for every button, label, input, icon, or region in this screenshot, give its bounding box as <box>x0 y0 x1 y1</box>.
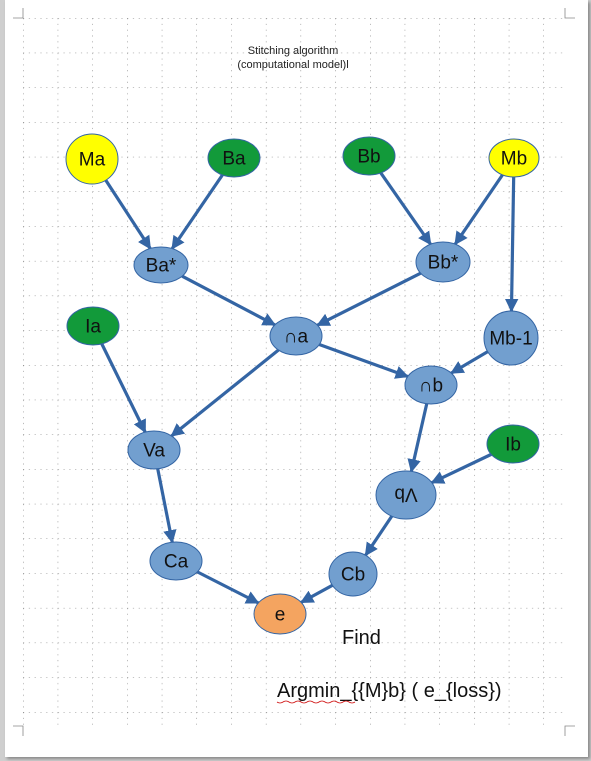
edge-Vb-to-Cb <box>364 515 394 557</box>
node-Bb: Bb <box>342 136 396 176</box>
node-shape-Ba <box>207 138 261 178</box>
node-label-Va: Va <box>143 441 165 462</box>
find-caption: Find <box>342 627 381 649</box>
node-shape-cap_b <box>404 365 458 405</box>
node-shape-Ca <box>149 541 203 581</box>
node-Mb_1: Mb-1 <box>483 310 539 366</box>
edge-Bb-to-Bb_star <box>379 172 432 246</box>
node-label-Ib: Ib <box>505 435 521 456</box>
node-shape-cap_a <box>269 316 323 356</box>
node-label-Ia: Ia <box>85 317 101 338</box>
node-label-Mb_1: Mb-1 <box>489 329 532 350</box>
edge-Ib-to-Vb <box>430 452 492 485</box>
node-shape-Bb_star <box>415 241 471 283</box>
node-shape-Va <box>127 430 181 470</box>
node-Va: Va <box>127 430 181 470</box>
crop-marks <box>13 8 575 736</box>
node-Cb: Cb <box>328 551 378 597</box>
diagram-title-line-2: (computational model)l <box>237 59 348 71</box>
argmin-formula: Argmin_{{M}b} ( e_{loss}) <box>277 680 502 702</box>
document-page: Stitching algorithm (computational model… <box>5 0 588 757</box>
edge-cap_a-to-Va <box>170 348 280 438</box>
edge-cap_b-to-Vb <box>407 403 429 473</box>
stitching-diagram: Stitching algorithm (computational model… <box>13 8 575 736</box>
spellcheck-underline <box>276 700 356 704</box>
edges-layer <box>100 172 519 605</box>
node-label-Bb: Bb <box>357 147 380 168</box>
edge-Bb_star-to-cap_a <box>316 271 422 327</box>
node-label-e: e <box>275 605 286 626</box>
node-cap_a: ∩a <box>269 316 323 356</box>
node-cap_b: ∩b <box>404 365 458 405</box>
node-shape-Mb_1 <box>483 310 539 366</box>
edge-Ia-to-Va <box>100 343 147 434</box>
edge-Cb-to-e <box>299 583 334 604</box>
node-Bb_star: Bb* <box>415 241 471 283</box>
node-label-Ba: Ba <box>222 149 246 170</box>
node-shape-Ba_star <box>133 246 189 284</box>
node-shape-e <box>253 593 307 635</box>
node-shape-Ia <box>66 306 120 346</box>
node-e: e <box>253 593 307 635</box>
edge-Mb_1-to-cap_b <box>450 350 489 375</box>
edge-Ma-to-Ba_star <box>104 179 152 250</box>
node-label-cap_b: ∩b <box>419 376 443 397</box>
edge-Va-to-Ca <box>156 468 177 544</box>
edge-Ba-to-Ba_star <box>170 174 224 250</box>
node-shape-Cb <box>328 551 378 597</box>
node-label-Cb: Cb <box>341 565 365 586</box>
node-Ib: Ib <box>486 424 540 464</box>
node-shape-Mb <box>488 138 540 178</box>
edge-cap_a-to-cap_b <box>318 342 409 379</box>
node-Ba_star: Ba* <box>133 246 189 284</box>
node-shape-Vb <box>375 470 437 520</box>
node-label-Ca: Ca <box>164 552 189 573</box>
edge-Ca-to-e <box>196 570 260 605</box>
node-Ba: Ba <box>207 138 261 178</box>
node-Vb: Vb <box>375 470 437 520</box>
node-label-Ba_star: Ba* <box>146 256 177 277</box>
node-Mb: Mb <box>488 138 540 178</box>
edge-Mb-to-Mb_1 <box>504 176 519 313</box>
node-Ia: Ia <box>66 306 120 346</box>
node-shape-Bb <box>342 136 396 176</box>
node-label-Mb: Mb <box>501 149 527 170</box>
diagram-title-line-1: Stitching algorithm <box>248 45 339 57</box>
node-Ma: Ma <box>65 133 119 185</box>
edge-Mb-to-Bb_star <box>453 173 504 246</box>
node-shape-Ma <box>65 133 119 185</box>
edge-Ba_star-to-cap_a <box>181 274 277 327</box>
node-label-Vb: Vb <box>394 484 417 505</box>
node-label-Bb_star: Bb* <box>428 253 459 274</box>
node-Ca: Ca <box>149 541 203 581</box>
node-label-Ma: Ma <box>79 150 106 171</box>
node-shape-Ib <box>486 424 540 464</box>
node-label-cap_a: ∩a <box>284 327 309 348</box>
